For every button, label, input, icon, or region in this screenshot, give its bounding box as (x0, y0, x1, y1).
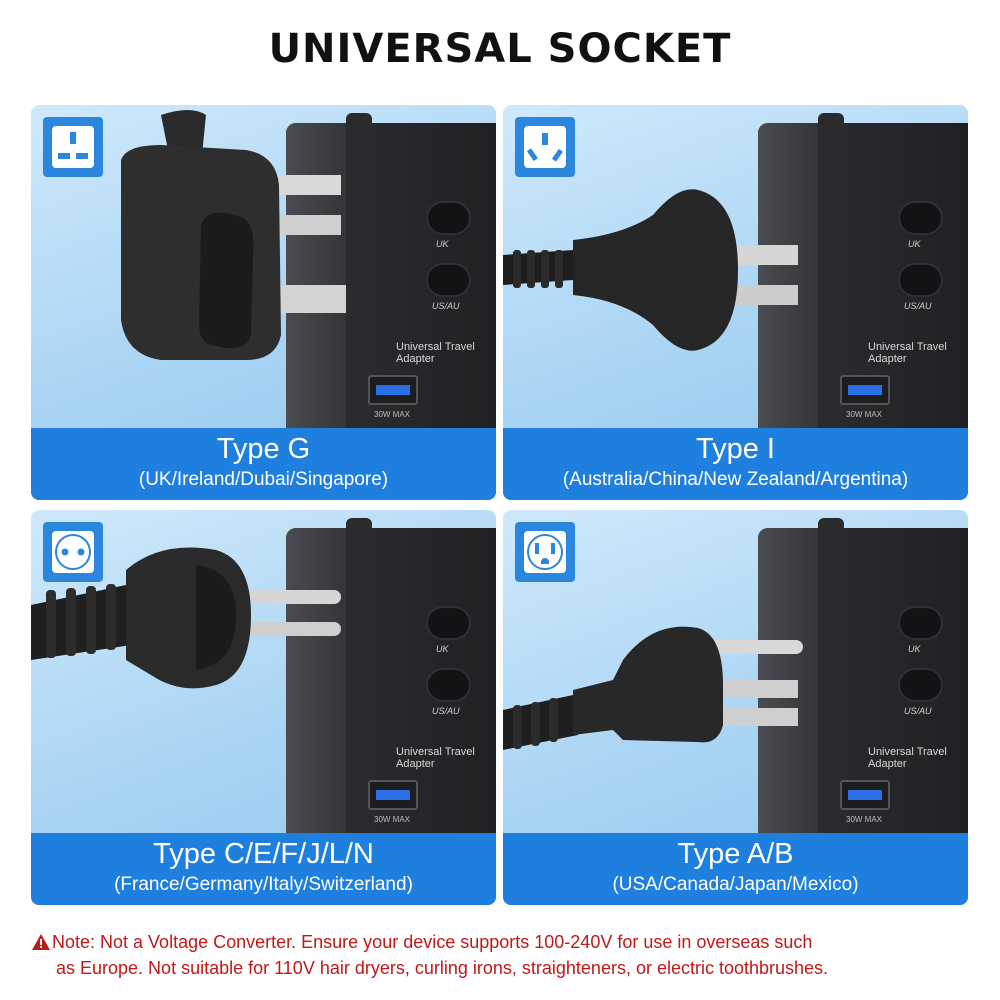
note-line-1: Note: Not a Voltage Converter. Ensure yo… (52, 932, 813, 952)
panel-type-i: UK US/AU Universal Travel Adapter 30W MA… (503, 105, 968, 500)
plug-type-label: Type I (696, 433, 775, 465)
plug-type-label: Type G (216, 433, 311, 465)
plug-type-label: Type C/E/F/J/L/N (153, 838, 374, 870)
plug-type-banner: Type I (Australia/China/New Zealand/Arge… (503, 428, 968, 500)
voltage-note: Note: Not a Voltage Converter. Ensure yo… (32, 930, 977, 980)
usb-port (368, 780, 418, 810)
travel-adapter: UK US/AU Universal Travel Adapter 30W MA… (758, 113, 968, 433)
note-line-2: as Europe. Not suitable for 110V hair dr… (56, 958, 829, 978)
panel-type-ab: UK US/AU Universal Travel Adapter 30W MA… (503, 510, 968, 905)
travel-adapter: UK US/AU Universal Travel Adapter 30W MA… (286, 113, 496, 433)
plug-countries-label: (France/Germany/Italy/Switzerland) (114, 874, 413, 895)
travel-adapter: UK US/AU Universal Travel Adapter 30W MA… (286, 518, 496, 838)
plug-type-banner: Type C/E/F/J/L/N (France/Germany/Italy/S… (31, 833, 496, 905)
type-ab-socket-icon (515, 522, 575, 582)
type-cef-plug (31, 547, 341, 689)
adapter-brand-label: Universal Travel Adapter (396, 341, 475, 365)
type-i-plug (503, 189, 798, 351)
warning-icon (32, 932, 52, 956)
plug-type-banner: Type A/B (USA/Canada/Japan/Mexico) (503, 833, 968, 905)
plug-type-banner: Type G (UK/Ireland/Dubai/Singapore) (31, 428, 496, 500)
usb-port (840, 375, 890, 405)
type-cef-socket-icon (43, 522, 103, 582)
plug-countries-label: (USA/Canada/Japan/Mexico) (612, 874, 859, 895)
type-g-plug (121, 110, 346, 360)
plug-countries-label: (Australia/China/New Zealand/Argentina) (562, 469, 909, 490)
usb-port (368, 375, 418, 405)
type-g-socket-icon (43, 117, 103, 177)
plug-type-label: Type A/B (677, 838, 794, 870)
type-ab-plug (503, 626, 803, 750)
adapter-brand-label: Universal Travel Adapter (396, 746, 475, 770)
panel-type-g: UK US/AU Universal Travel Adapter 30W MA… (31, 105, 496, 500)
adapter-brand-label: Universal Travel Adapter (868, 341, 947, 365)
type-i-socket-icon (515, 117, 575, 177)
plug-countries-label: (UK/Ireland/Dubai/Singapore) (138, 469, 389, 490)
usb-port (840, 780, 890, 810)
panel-type-cef: UK US/AU Universal Travel Adapter 30W MA… (31, 510, 496, 905)
page-title: UNIVERSAL SOCKET (268, 26, 732, 72)
adapter-brand-label: Universal Travel Adapter (868, 746, 947, 770)
